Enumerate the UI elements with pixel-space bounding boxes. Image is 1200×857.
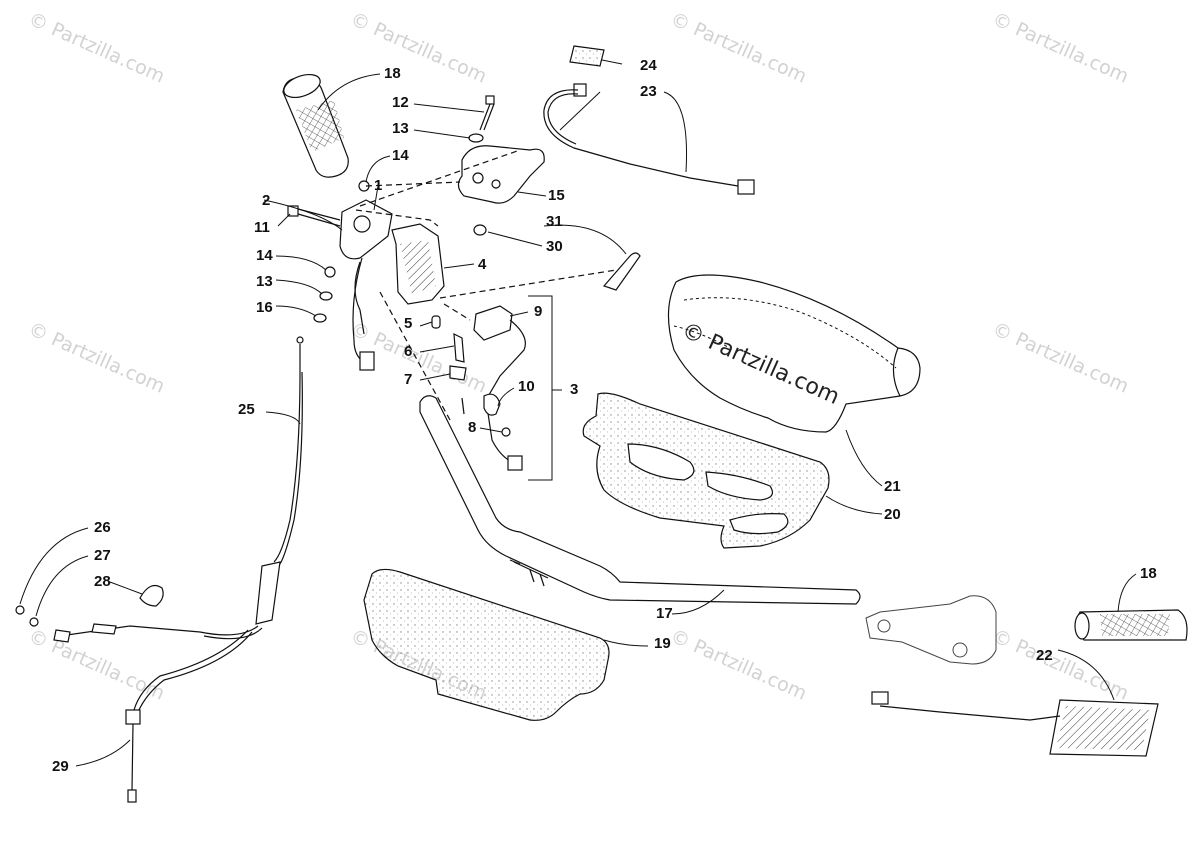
washer xyxy=(468,133,484,143)
leader-lines xyxy=(19,59,1137,767)
callout-2: 2 xyxy=(262,192,271,209)
callout-13: 13 xyxy=(256,273,273,290)
callout-9: 9 xyxy=(534,303,543,320)
callout-18: 18 xyxy=(1140,565,1157,582)
handlebar-pad xyxy=(667,274,921,433)
callout-28: 28 xyxy=(94,573,111,590)
callout-5: 5 xyxy=(404,315,413,332)
washer xyxy=(324,266,336,278)
foam-pad xyxy=(582,392,830,549)
spring xyxy=(453,332,465,363)
callout-10: 10 xyxy=(518,378,535,395)
callout-12: 12 xyxy=(392,94,409,111)
pin xyxy=(602,252,641,291)
callout-27: 27 xyxy=(94,547,111,564)
callout-17: 17 xyxy=(656,605,673,622)
left-grip xyxy=(282,73,349,178)
heater-element xyxy=(871,691,1159,757)
callout-13: 13 xyxy=(392,120,409,137)
clamp xyxy=(139,585,164,607)
callout-23: 23 xyxy=(640,83,657,100)
nut xyxy=(473,224,487,236)
callout-16: 16 xyxy=(256,299,273,316)
switch xyxy=(473,305,526,471)
callout-15: 15 xyxy=(548,187,565,204)
callout-1: 1 xyxy=(374,177,383,194)
callout-11: 11 xyxy=(254,219,270,236)
heater-lead xyxy=(543,45,755,195)
callout-24: 24 xyxy=(640,57,657,74)
callout-18: 18 xyxy=(384,65,401,82)
callout-19: 19 xyxy=(654,635,671,652)
washer xyxy=(29,617,39,627)
screw xyxy=(479,95,495,131)
nut xyxy=(313,313,327,323)
crossbar-pad xyxy=(363,568,610,721)
lever-bracket xyxy=(457,145,545,204)
switch-wire xyxy=(352,257,375,371)
callout-8: 8 xyxy=(468,419,477,436)
screw xyxy=(461,397,465,415)
pin xyxy=(431,315,441,329)
ferrule xyxy=(15,605,25,615)
callout-6: 6 xyxy=(404,343,413,360)
callout-31: 31 xyxy=(546,213,563,230)
callout-14: 14 xyxy=(392,147,409,164)
callout-22: 22 xyxy=(1036,647,1053,664)
callout-14: 14 xyxy=(256,247,273,264)
callout-29: 29 xyxy=(52,758,69,775)
callout-4: 4 xyxy=(478,256,487,273)
callout-21: 21 xyxy=(884,478,901,495)
control-housing xyxy=(339,199,445,335)
callout-25: 25 xyxy=(238,401,255,418)
plate xyxy=(449,365,467,381)
throttle-cable xyxy=(53,336,304,803)
handlebar xyxy=(419,395,861,605)
callout-26: 26 xyxy=(94,519,111,536)
callout-30: 30 xyxy=(546,238,563,255)
callout-7: 7 xyxy=(404,371,413,388)
callout-20: 20 xyxy=(884,506,901,523)
right-grip xyxy=(1074,609,1188,641)
washer xyxy=(319,291,333,301)
callout-3: 3 xyxy=(570,381,579,398)
right-control-housing xyxy=(865,595,997,665)
